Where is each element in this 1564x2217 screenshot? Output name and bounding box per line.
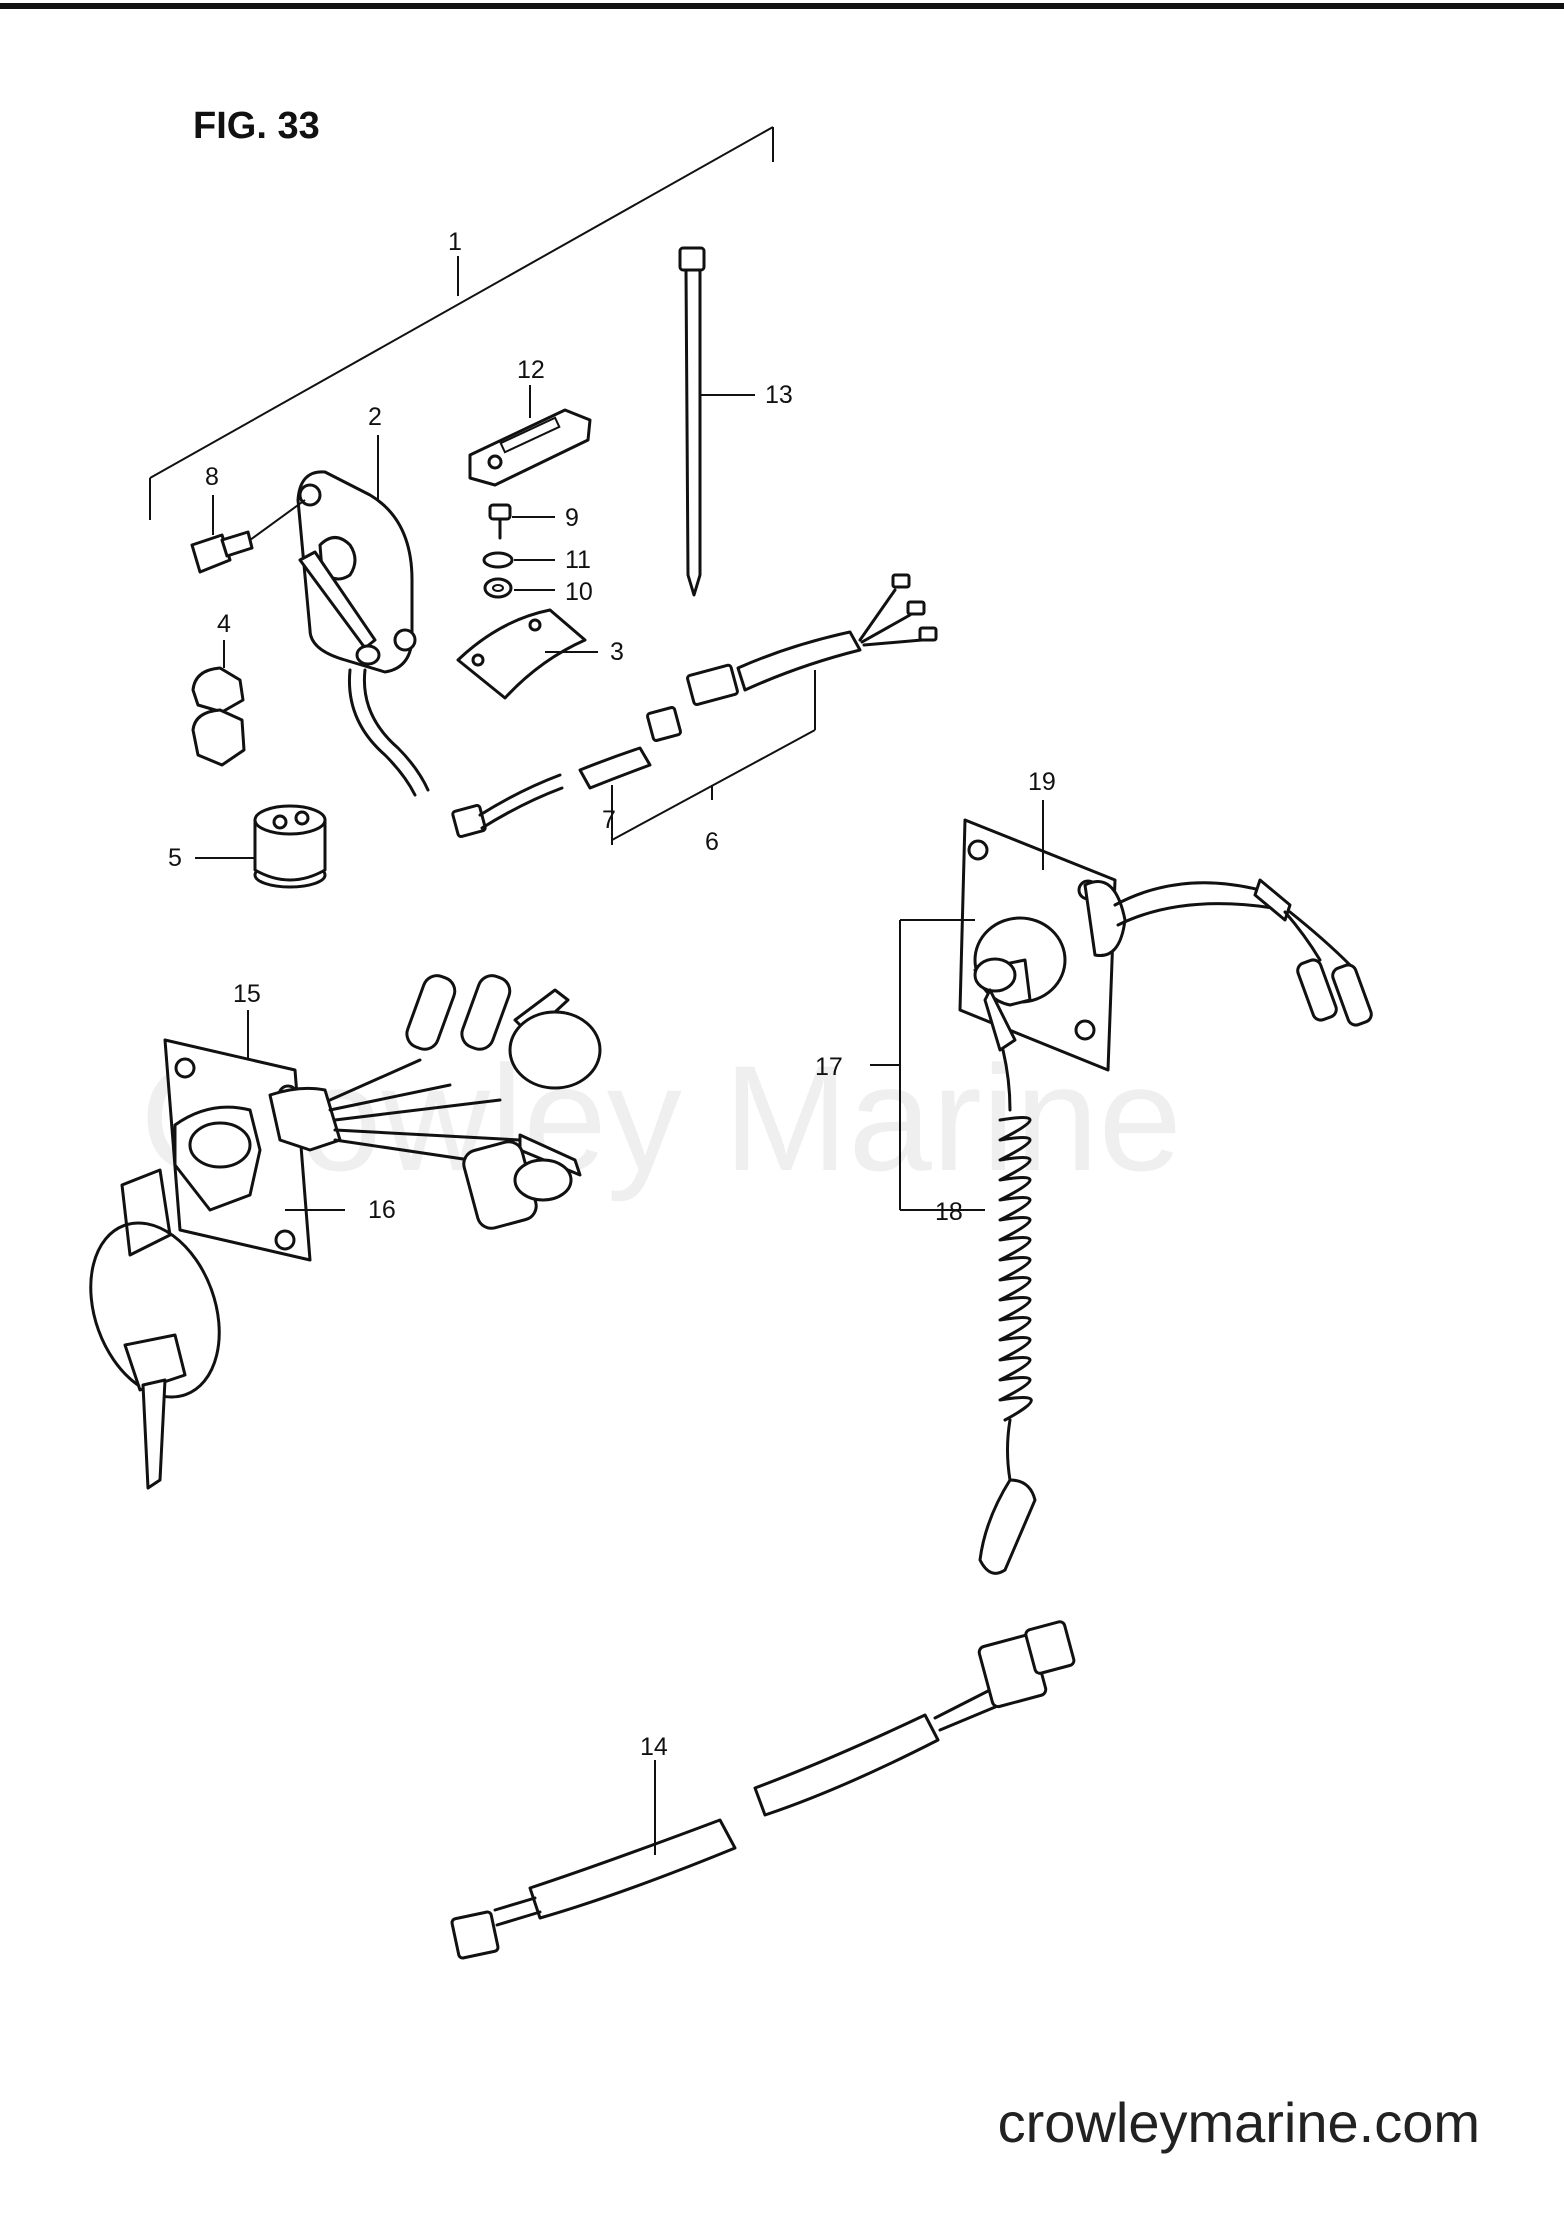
- callout-15: 15: [233, 980, 261, 1008]
- callout-bracket-17-18: [870, 919, 975, 1210]
- part-17-stop-switch: [899, 916, 1067, 1120]
- callout-16: 16: [368, 1196, 396, 1224]
- part-9-screw: [488, 503, 555, 540]
- part-4-grommet: [191, 640, 246, 767]
- assembly-bracket-1: [149, 126, 774, 520]
- callout-7: 7: [602, 806, 616, 834]
- callout-17: 17: [815, 1053, 843, 1081]
- callout-3: 3: [610, 638, 624, 666]
- part-16-ignition-switch: [89, 974, 602, 1490]
- part-3-bracket: [456, 608, 598, 700]
- part-18-lanyard: [900, 1048, 1037, 1575]
- part-13-cable-tie: [678, 246, 755, 597]
- part-10-washer: [483, 577, 555, 599]
- part-2-stop-switch: [296, 435, 430, 797]
- footer-site-url: crowleymarine.com: [998, 2091, 1480, 2154]
- callout-8: 8: [205, 463, 219, 491]
- callout-2: 2: [368, 403, 382, 431]
- part-5-grommet: [195, 804, 327, 889]
- part-11-washer: [482, 551, 555, 569]
- callout-5: 5: [168, 844, 182, 872]
- callout-10: 10: [565, 578, 593, 606]
- part-6-harness: [611, 573, 938, 845]
- figure-title: FIG. 33: [193, 105, 320, 147]
- part-8-bolt: [190, 495, 306, 574]
- callout-1: 1: [448, 228, 462, 256]
- callout-13: 13: [765, 381, 793, 409]
- callout-19: 19: [1028, 768, 1056, 796]
- callout-11: 11: [565, 546, 591, 574]
- part-7-harness: [451, 706, 682, 840]
- part-14-extension-harness: [450, 1620, 1076, 1960]
- callout-18: 18: [935, 1198, 963, 1226]
- callout-14: 14: [640, 1733, 668, 1761]
- callout-4: 4: [217, 610, 231, 638]
- callout-6: 6: [705, 828, 719, 856]
- callout-9: 9: [565, 504, 579, 532]
- callout-12: 12: [517, 356, 545, 384]
- part-12-clip: [468, 385, 592, 487]
